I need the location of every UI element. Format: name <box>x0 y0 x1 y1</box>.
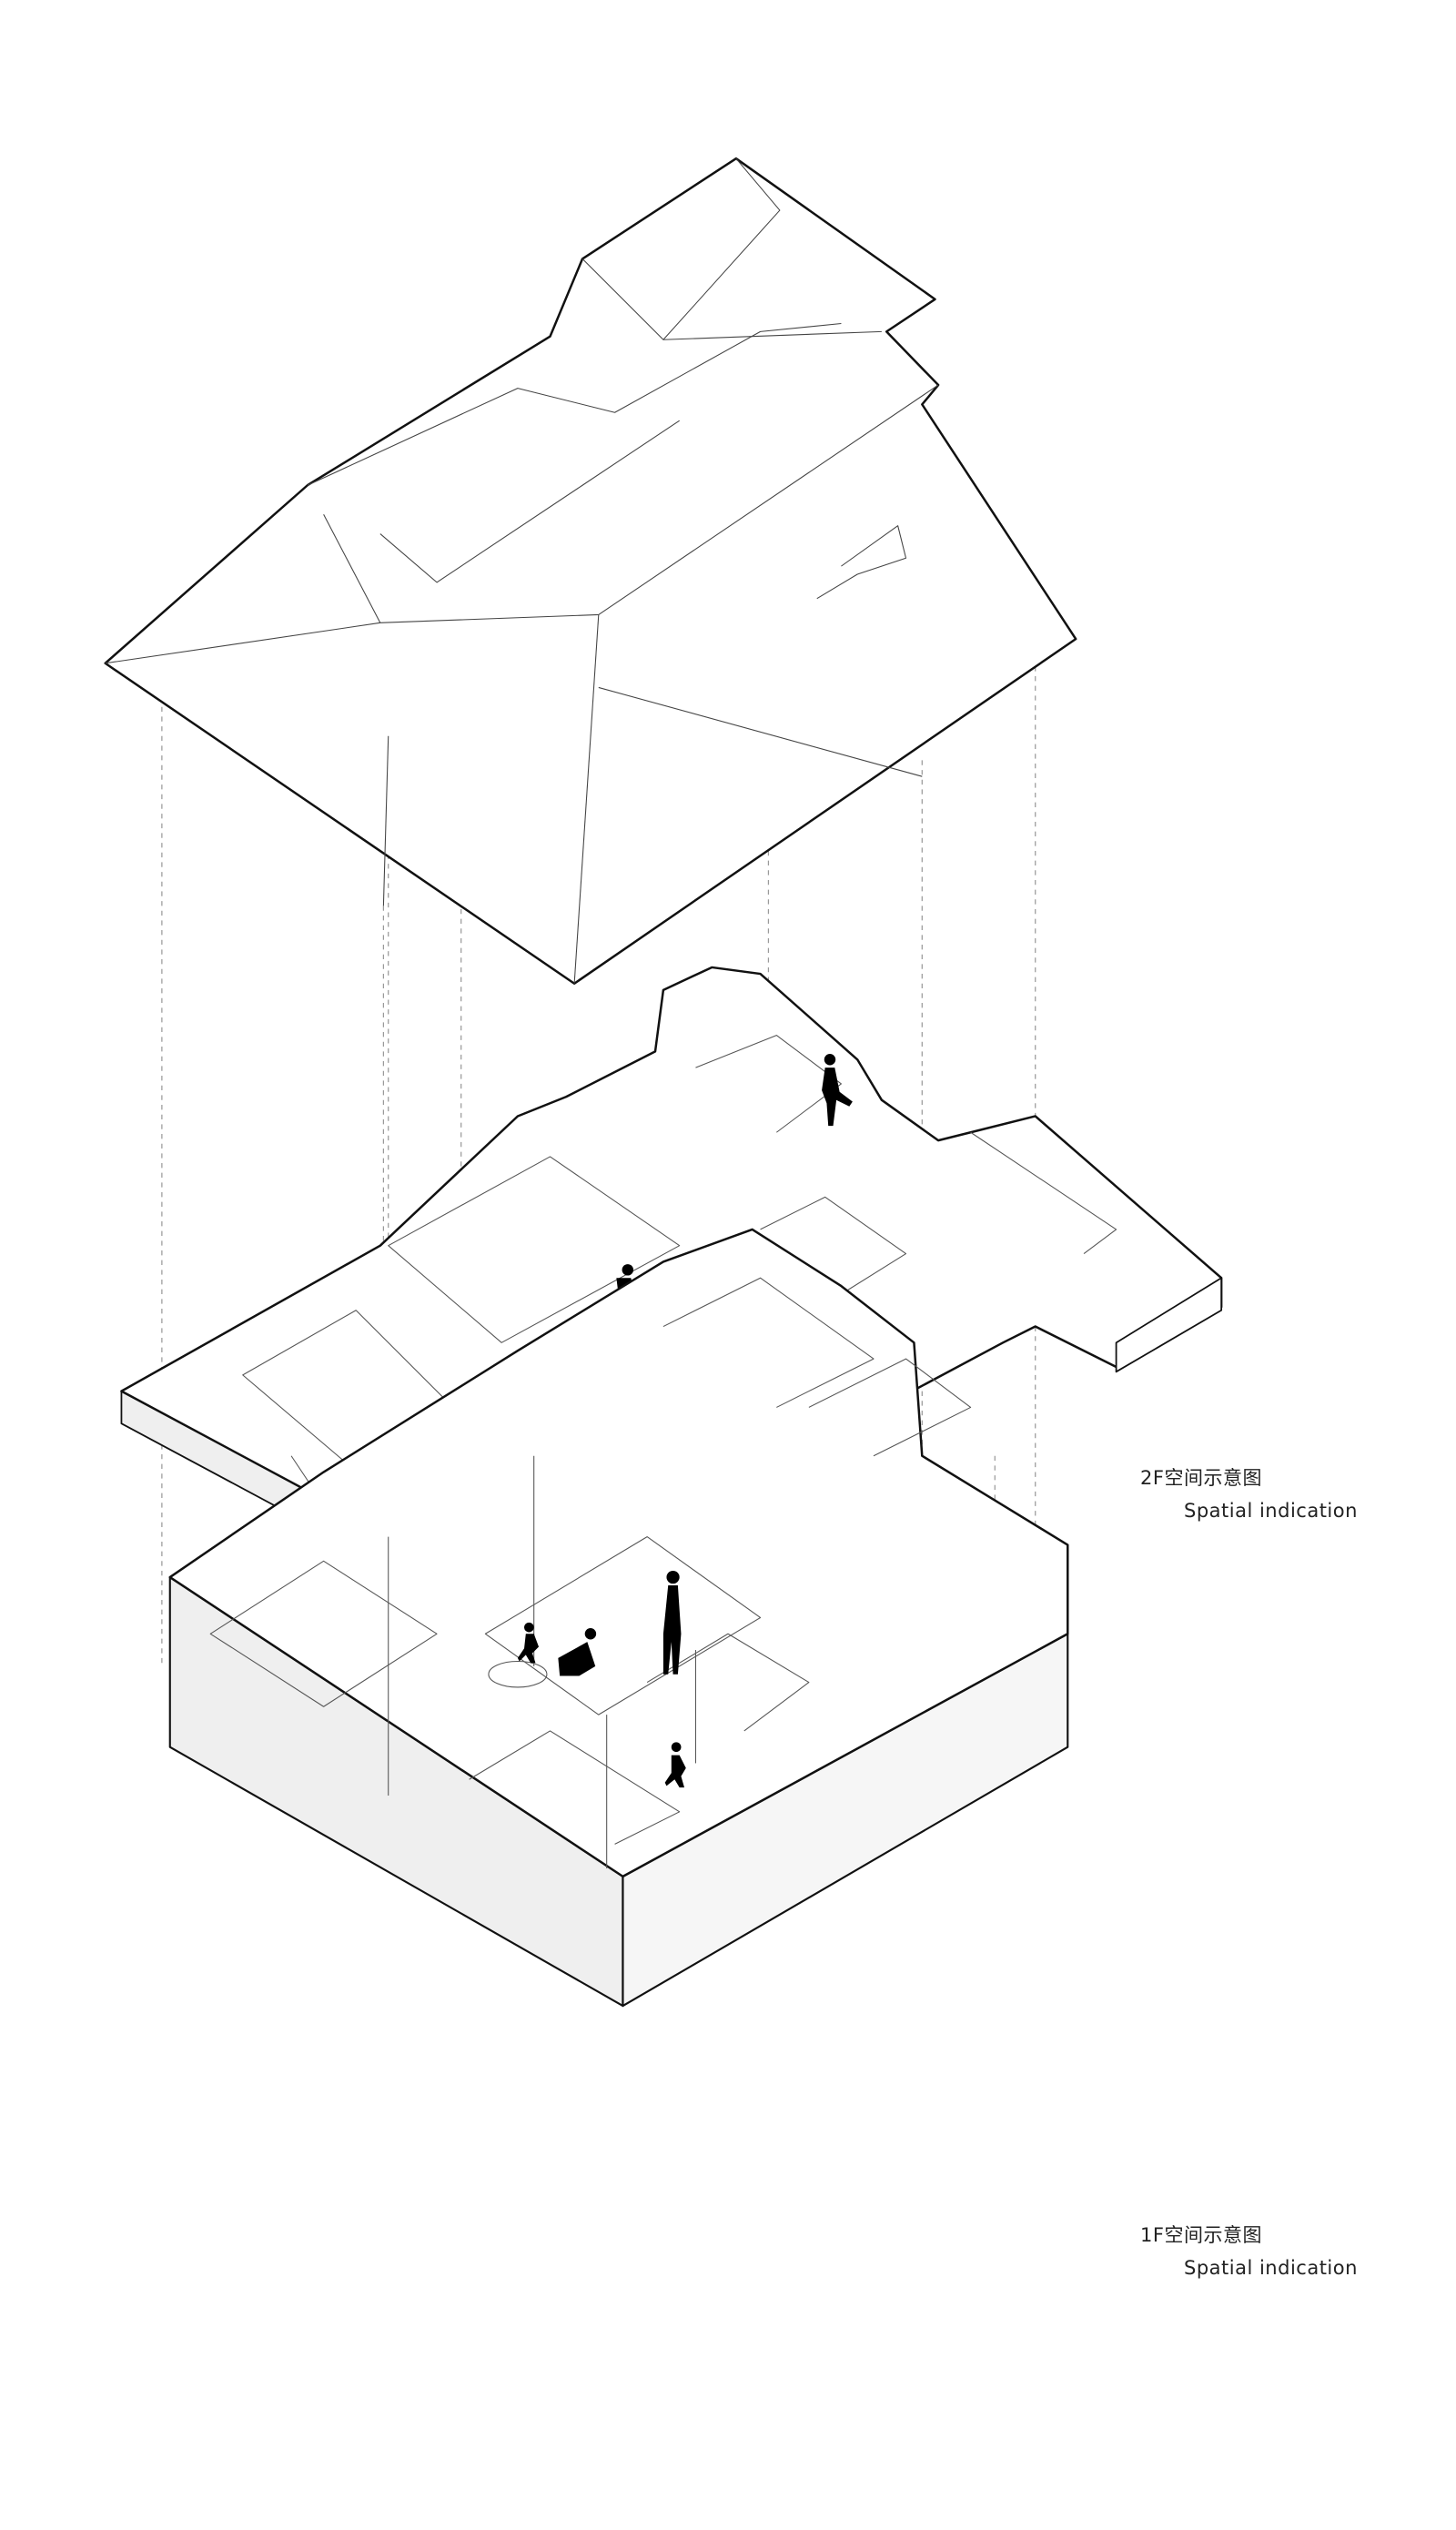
roof <box>104 157 1077 985</box>
floor-2f-subtitle: Spatial indication <box>1184 1500 1358 1522</box>
floor-2f-label: 2F空间示意图 Spatial indication <box>1140 1463 1358 1522</box>
floor-1f-title: 1F空间示意图 <box>1140 2224 1262 2246</box>
floor-2f-title: 2F空间示意图 <box>1140 1467 1262 1489</box>
floor-1f-subtitle: Spatial indication <box>1184 2257 1358 2279</box>
floor-1f-plan <box>168 1228 1069 2008</box>
floor-1f-label: 1F空间示意图 Spatial indication <box>1140 2221 1358 2279</box>
human-figures-1f <box>517 1570 686 1788</box>
